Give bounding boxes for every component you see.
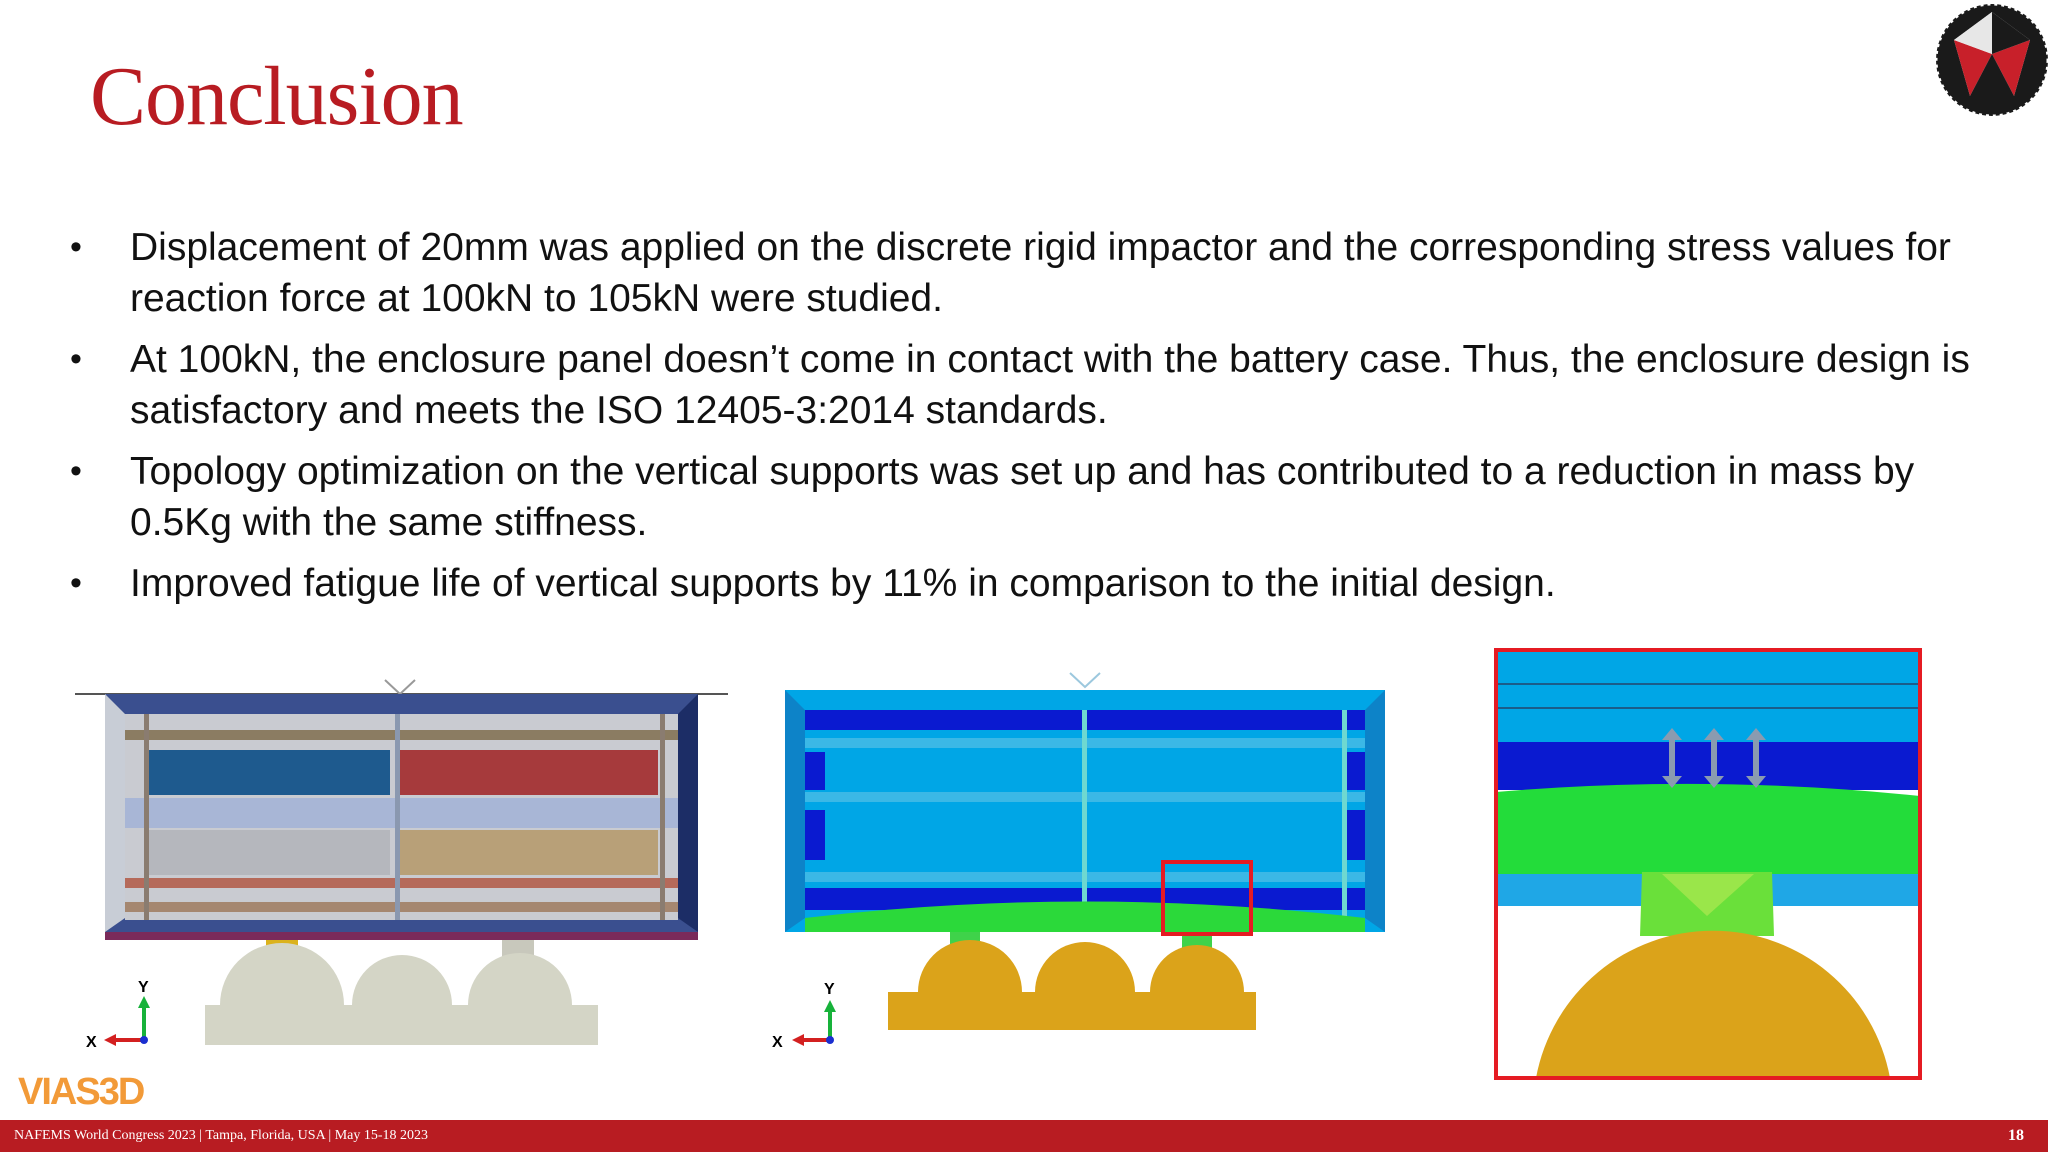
page-number: 18 [2008,1127,2024,1144]
bullet-item: •Improved fatigue life of vertical suppo… [70,558,1970,609]
footer-text: NAFEMS World Congress 2023 | Tampa, Flor… [14,1128,429,1143]
double-arrow-icon [1662,728,1766,788]
bullet-dot-icon: • [70,452,82,490]
bullet-item: •Topology optimization on the vertical s… [70,446,1970,548]
axis-y-label: Y [138,979,149,996]
axis-y-label: Y [824,981,835,998]
bullet-dot-icon: • [70,228,82,266]
bullet-dot-icon: • [70,564,82,602]
bullet-dot-icon: • [70,340,82,378]
axis-x-label: X [772,1034,783,1050]
vias3d-logo: VIAS3D [18,1071,146,1112]
conclusion-bullet-list: •Displacement of 20mm was applied on the… [70,222,1970,619]
zoomed-detail-figure [1494,648,1922,1080]
footer-bar: NAFEMS World Congress 2023 | Tampa, Flor… [0,1120,2048,1152]
fe-result-figure: Y X [772,672,1385,1050]
axis-x-label: X [86,1034,97,1050]
model-geometry-figure: Y X [75,679,728,1050]
bullet-item: •Displacement of 20mm was applied on the… [70,222,1970,324]
company-logo-text: VIAS3D [18,1071,144,1112]
bullet-item: •At 100kN, the enclosure panel doesn’t c… [70,334,1970,436]
nafems-globe-logo-icon [1934,2,2048,118]
slide-title: Conclusion [90,50,464,143]
